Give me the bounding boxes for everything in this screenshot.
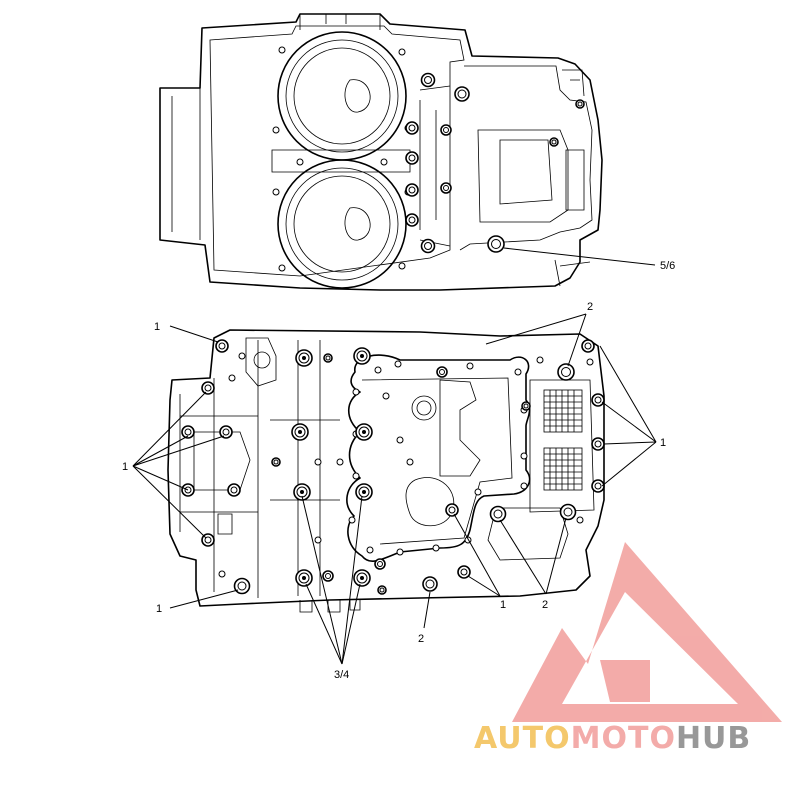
label-1-top-left: 1	[154, 321, 160, 333]
automotohub-logo-mark	[512, 542, 782, 722]
lower-bolts	[181, 339, 605, 595]
label-2-bottom: 2	[418, 633, 424, 645]
watermark-text: AUTOMOTOHUB	[474, 721, 751, 756]
label-5-6: 5/6	[660, 260, 675, 272]
upper-cylinder-1	[277, 31, 407, 161]
lower-leader-lines	[132, 313, 657, 665]
label-2-top: 2	[587, 301, 593, 313]
watermark-moto: MOTO	[571, 721, 676, 756]
label-1-bottom-left: 1	[156, 603, 162, 615]
upper-bore-holes	[272, 46, 412, 272]
right-plates	[487, 379, 595, 561]
upper-bolts	[405, 72, 585, 254]
lower-crankcase: 1 1 1 1 1 2 2 2 3/4	[122, 301, 666, 681]
label-1-left: 1	[122, 461, 128, 473]
lower-gasket-outline	[346, 354, 531, 563]
watermark-auto: AUTO	[474, 721, 571, 756]
watermark: AUTOMOTOHUB	[474, 542, 782, 756]
label-2-bottom-right: 2	[542, 599, 548, 611]
label-3-4: 3/4	[334, 669, 349, 681]
label-1-right: 1	[660, 437, 666, 449]
label-1-bottom-middle: 1	[500, 599, 506, 611]
upper-cylinder-2	[277, 159, 407, 289]
watermark-hub: HUB	[676, 721, 751, 756]
upper-crankcase: 5/6	[159, 13, 675, 291]
